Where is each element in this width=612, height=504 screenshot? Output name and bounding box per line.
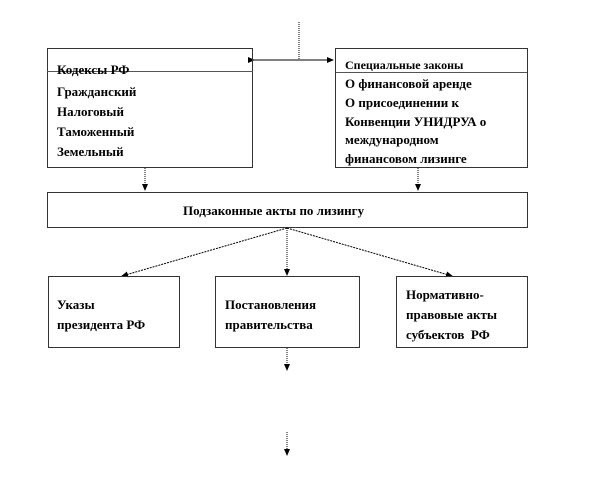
bylaws-box	[47, 192, 528, 228]
special-laws-box	[335, 48, 528, 168]
special-law-line: О финансовой аренде	[345, 76, 472, 91]
codes-box-title: Кодексы РФ	[57, 62, 130, 77]
regional-box	[396, 276, 528, 348]
codes-item: Таможенный	[57, 124, 135, 139]
decrees-line: Указы	[57, 297, 95, 312]
arrow-to-decrees	[121, 227, 288, 278]
decrees-box	[48, 276, 180, 348]
government-box	[215, 276, 360, 348]
government-line: правительства	[225, 317, 313, 332]
arrow-to-regional	[286, 227, 453, 278]
regional-line: субъектов РФ	[406, 327, 490, 342]
special-law-line: Конвенции УНИДРУА о	[345, 114, 487, 129]
special-law-line: О присоединении к	[345, 95, 459, 110]
special-law-line: финансовом лизинге	[345, 151, 467, 166]
codes-box	[47, 48, 253, 168]
special-laws-title: Специальные законы	[345, 58, 464, 72]
codes-item: Земельный	[57, 144, 124, 159]
government-line: Постановления	[225, 297, 317, 312]
special-law-line: международном	[345, 132, 439, 147]
regional-line: правовые акты	[406, 307, 498, 322]
bylaws-title: Подзаконные акты по лизингу	[183, 203, 365, 218]
regional-line: Нормативно-	[406, 287, 484, 302]
codes-item: Гражданский	[57, 84, 137, 99]
codes-item: Налоговый	[57, 104, 124, 119]
decrees-line: президента РФ	[57, 317, 146, 332]
